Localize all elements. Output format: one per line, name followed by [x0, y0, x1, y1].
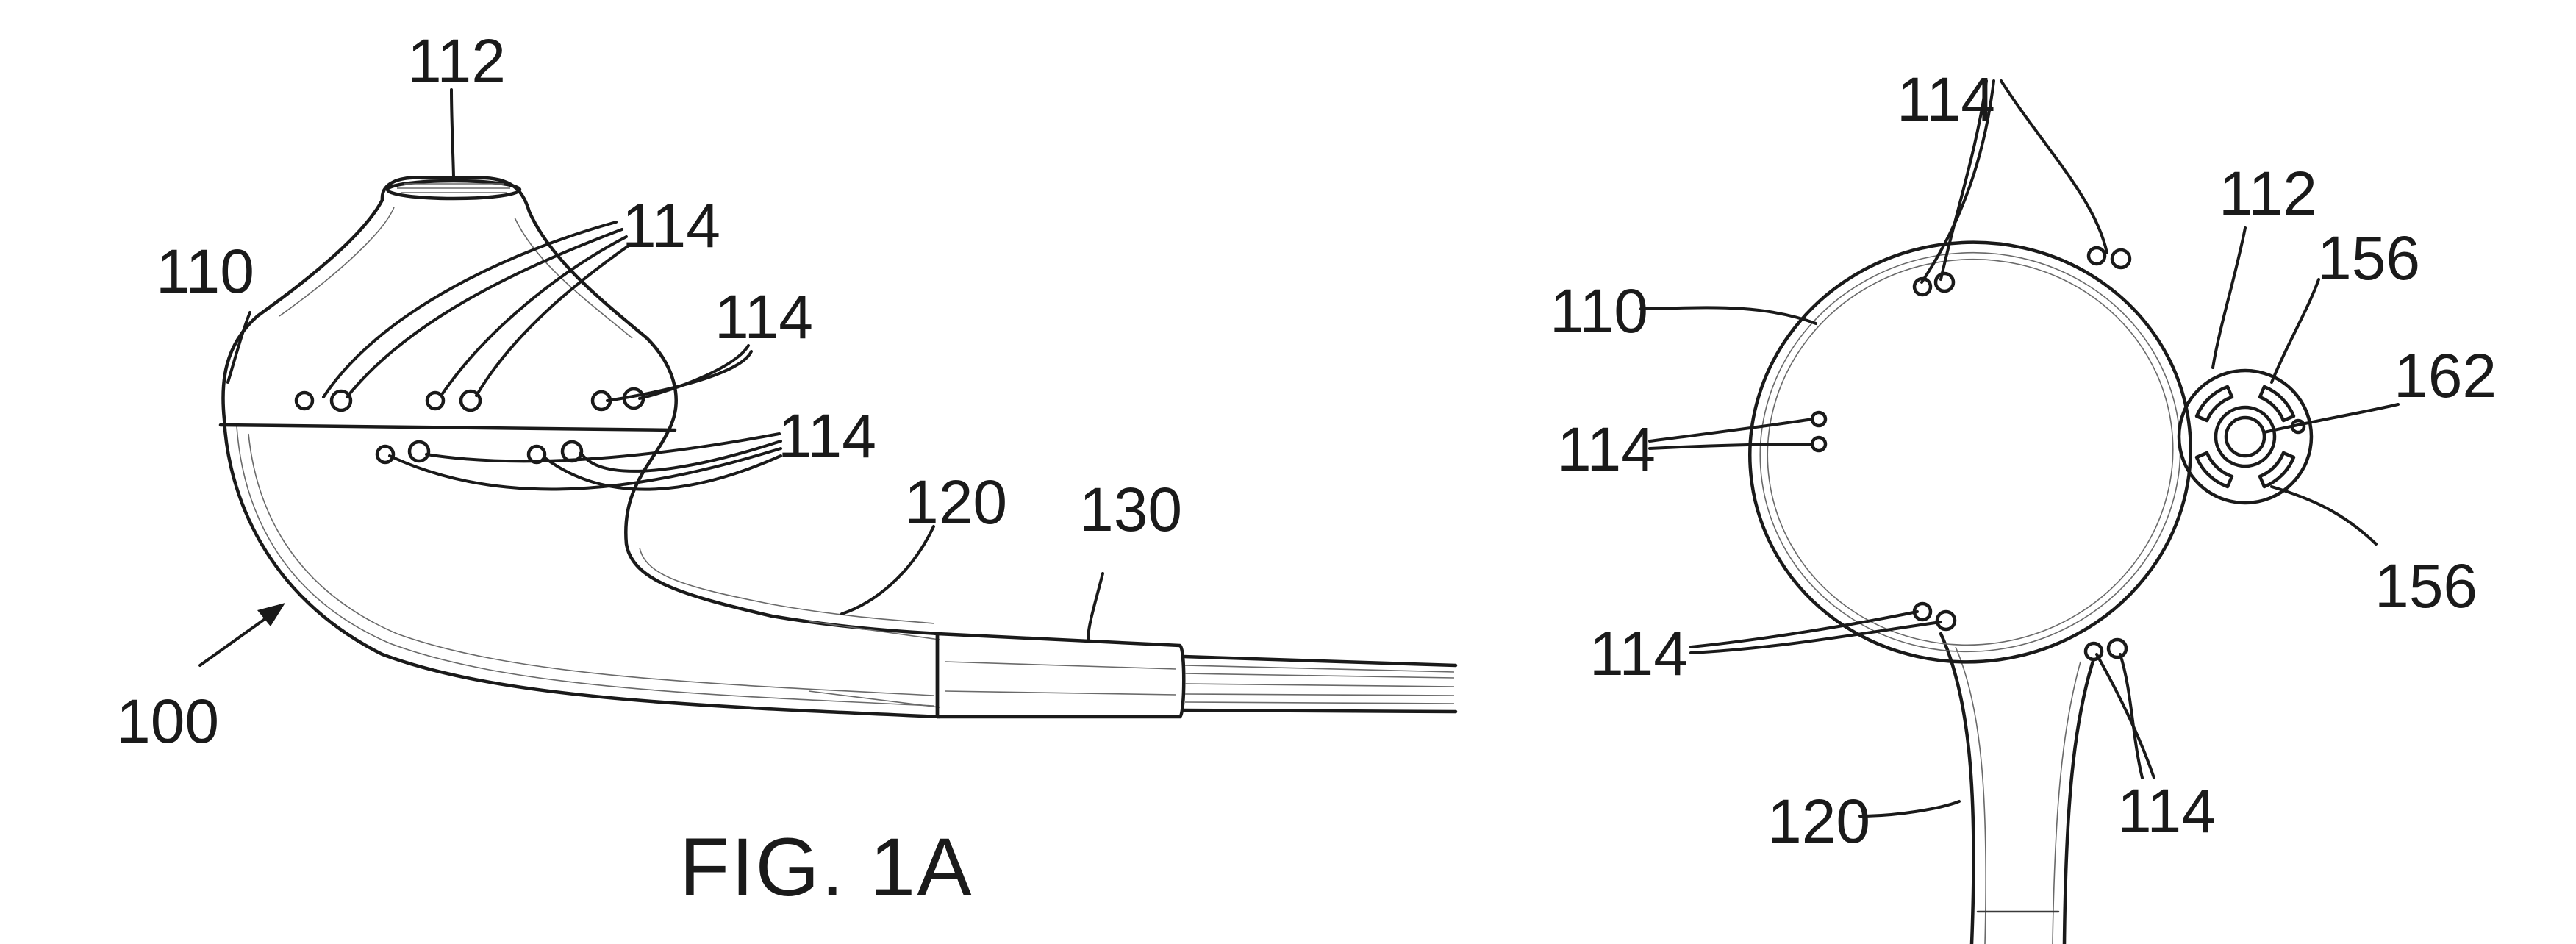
slot-156-icon	[2258, 451, 2296, 489]
label-156-upper: 156	[2317, 224, 2420, 293]
label-112-front: 112	[2219, 159, 2317, 228]
label-110-front: 110	[1550, 276, 1648, 346]
label-114-lower: 114	[778, 401, 876, 471]
stem-120	[808, 621, 940, 708]
label-114-bottom-right: 114	[2117, 776, 2216, 845]
earpiece-body	[218, 176, 942, 719]
sensor-ports-114-front	[1810, 246, 2132, 662]
fig-1a-leaders	[198, 88, 1104, 667]
arrow-icon	[257, 603, 285, 626]
slot-156-icon	[2194, 451, 2234, 489]
label-130: 130	[1079, 475, 1182, 544]
label-112: 112	[407, 26, 506, 96]
label-114-top: 114	[1897, 65, 1995, 134]
label-114-left: 114	[1557, 415, 1656, 484]
sensor-ports-114	[294, 387, 645, 465]
slot-156-icon	[2194, 385, 2234, 423]
label-114-bottom-left: 114	[1589, 619, 1688, 688]
label-110: 110	[156, 237, 254, 306]
label-114-upper-b: 114	[715, 282, 813, 351]
label-120: 120	[904, 468, 1007, 537]
label-114-upper-a: 114	[622, 191, 720, 260]
slot-156-icon	[2258, 385, 2296, 423]
label-100: 100	[116, 687, 219, 756]
fig-1b-leaders	[1639, 79, 2400, 818]
stem-120-front	[1939, 632, 2097, 944]
fig-1a: 110 112 114 114 114 120 130 100 FIG. 1A	[116, 26, 1458, 913]
label-156-lower: 156	[2375, 551, 2477, 621]
label-120-front: 120	[1767, 787, 1870, 856]
connector-130	[935, 632, 1186, 719]
sound-opening-112	[2177, 368, 2314, 505]
fig-1a-labels: 110 112 114 114 114 120 130 100 FIG. 1A	[116, 26, 1182, 913]
fig-1b: 114 112 156 110 162 114 156 114 114 120	[1550, 65, 2497, 944]
earpiece-body-front	[1748, 240, 2192, 664]
label-162: 162	[2394, 341, 2497, 410]
figure-caption: FIG. 1A	[679, 821, 973, 913]
cable	[1181, 654, 1458, 714]
fig-1b-labels: 114 112 156 110 162 114 156 114 114 120	[1550, 65, 2497, 856]
